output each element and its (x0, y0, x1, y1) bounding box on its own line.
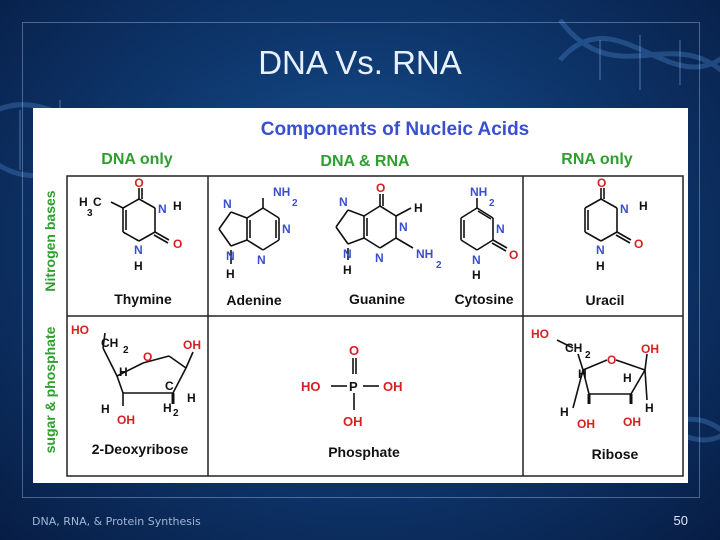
svg-text:O: O (173, 237, 182, 251)
svg-text:OH: OH (641, 342, 659, 356)
svg-text:N: N (158, 202, 167, 216)
svg-text:NH: NH (273, 185, 290, 199)
svg-text:O: O (376, 181, 385, 195)
svg-text:H: H (414, 201, 423, 215)
label-cytosine: Cytosine (454, 291, 513, 307)
svg-text:OH: OH (577, 417, 595, 431)
svg-text:C: C (165, 379, 174, 393)
svg-text:N: N (343, 247, 352, 261)
svg-text:H: H (101, 402, 110, 416)
figure-heading: Components of Nucleic Acids (261, 119, 530, 140)
nucleic-acids-diagram: Components of Nucleic Acids DNA only DNA… (42, 119, 684, 477)
svg-text:H: H (578, 367, 587, 381)
slide-footer: DNA, RNA, & Protein Synthesis (32, 515, 201, 528)
svg-text:H: H (79, 195, 88, 209)
svg-text:N: N (339, 195, 348, 209)
col-header-dna-only: DNA only (101, 151, 173, 168)
svg-text:CH: CH (565, 341, 582, 355)
svg-text:O: O (597, 176, 606, 190)
svg-text:H: H (163, 401, 172, 415)
page-number: 50 (673, 513, 688, 528)
svg-text:O: O (509, 248, 518, 262)
svg-text:OH: OH (183, 338, 201, 352)
label-guanine: Guanine (349, 291, 405, 307)
svg-text:P: P (349, 379, 358, 394)
label-uracil: Uracil (586, 292, 625, 308)
svg-text:HO: HO (531, 327, 549, 341)
svg-text:O: O (134, 176, 143, 190)
svg-text:O: O (349, 343, 359, 358)
svg-text:HO: HO (301, 379, 321, 394)
row-label-sugar-phosphate: sugar & phosphate (42, 326, 58, 453)
svg-text:2: 2 (436, 260, 442, 271)
deoxyribose-structure: HO CH 2 O OH H C H 2 H H OH 2-Deoxyribos… (71, 323, 201, 457)
slide-frame (22, 22, 700, 498)
svg-text:H: H (187, 391, 196, 405)
svg-text:O: O (607, 353, 616, 367)
svg-text:N: N (226, 249, 235, 263)
svg-text:OH: OH (623, 415, 641, 429)
svg-text:N: N (257, 253, 266, 267)
svg-text:OH: OH (383, 379, 403, 394)
svg-text:H: H (639, 199, 648, 213)
uracil-structure: O O N N H H Uracil (584, 176, 648, 308)
thymine-structure: O O N N H H H 3 C Thymine (79, 176, 182, 307)
svg-text:HO: HO (71, 323, 89, 337)
svg-text:2: 2 (173, 408, 179, 419)
label-thymine: Thymine (114, 291, 172, 307)
svg-text:H: H (645, 401, 654, 415)
svg-text:N: N (472, 253, 481, 267)
svg-text:NH: NH (416, 247, 433, 261)
svg-text:NH: NH (470, 185, 487, 199)
svg-text:N: N (134, 243, 143, 257)
label-adenine: Adenine (226, 292, 281, 308)
svg-text:C: C (93, 195, 102, 209)
svg-text:H: H (119, 365, 128, 379)
svg-text:OH: OH (117, 413, 135, 427)
slide-title: DNA Vs. RNA (258, 44, 462, 81)
svg-text:3: 3 (87, 208, 93, 219)
svg-text:2: 2 (585, 350, 591, 361)
row-label-nitrogen-bases: Nitrogen bases (42, 190, 58, 291)
svg-text:H: H (226, 267, 235, 281)
svg-text:O: O (634, 237, 643, 251)
guanine-structure: O N N N N H H NH 2 Guanine (335, 181, 442, 307)
svg-text:N: N (375, 251, 384, 265)
label-ribose: Ribose (592, 446, 639, 462)
svg-text:H: H (560, 405, 569, 419)
svg-text:2: 2 (292, 198, 298, 209)
table-grid (66, 175, 684, 477)
svg-text:H: H (173, 199, 182, 213)
svg-text:O: O (143, 350, 152, 364)
svg-text:N: N (282, 222, 291, 236)
svg-text:N: N (496, 222, 505, 236)
svg-text:H: H (596, 259, 605, 273)
adenine-structure: NH 2 N N N N H Adenine (218, 185, 298, 308)
svg-text:N: N (620, 202, 629, 216)
label-deoxyribose: 2-Deoxyribose (92, 441, 189, 457)
svg-text:H: H (623, 371, 632, 385)
col-header-rna-only: RNA only (561, 151, 633, 168)
cytosine-structure: NH 2 N N H O Cytosine (454, 185, 518, 307)
svg-text:OH: OH (343, 414, 363, 429)
svg-text:H: H (472, 268, 481, 282)
svg-text:2: 2 (489, 198, 495, 209)
col-header-dna-rna: DNA & RNA (320, 153, 410, 170)
svg-text:2: 2 (123, 345, 129, 356)
svg-text:H: H (343, 263, 352, 277)
label-phosphate: Phosphate (328, 444, 400, 460)
ribose-structure: HO CH 2 O OH H H H H OH OH Ribose (531, 327, 659, 462)
svg-text:N: N (399, 220, 408, 234)
phosphate-structure: O P HO OH OH Phosphate (301, 343, 403, 460)
svg-text:H: H (134, 259, 143, 273)
svg-text:N: N (596, 243, 605, 257)
nucleic-acids-figure: Components of Nucleic Acids DNA only DNA… (33, 108, 688, 483)
svg-text:CH: CH (101, 336, 118, 350)
svg-text:N: N (223, 197, 232, 211)
